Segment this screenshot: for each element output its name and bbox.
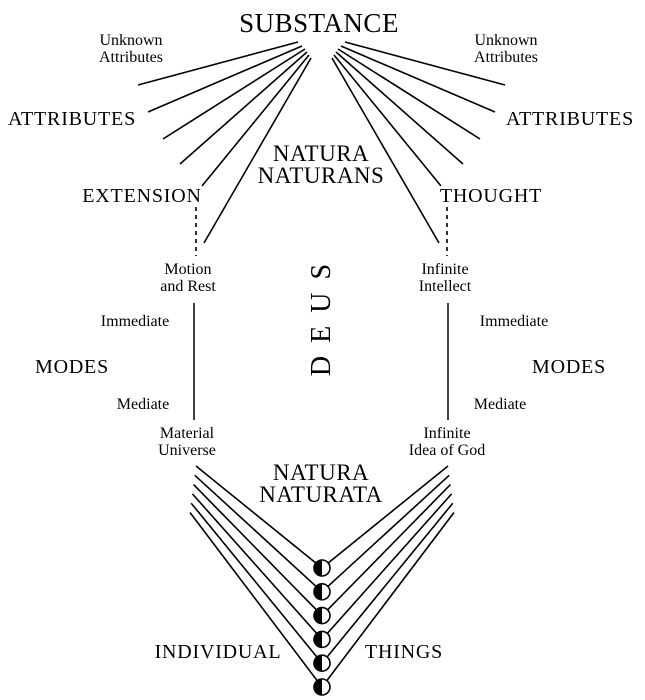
individual-thing-line-left [195,465,323,569]
individual-thing-line-right [321,474,450,593]
mediate-left-label: Mediate [116,396,170,413]
individual-thing-line-right [321,484,451,617]
substance-fan-right [331,41,506,244]
attributes-left-label: ATTRIBUTES [8,108,136,130]
individual-thing-line-left [191,493,323,640]
unknown-attributes-right-label: Unknown Attributes [474,32,538,66]
individual-label: INDIVIDUAL [154,641,282,663]
natura-naturans-label: NATURA NATURANS [257,141,385,188]
individual-thing-line-left [194,474,323,593]
extension-label: EXTENSION [82,185,202,207]
infinite-intellect-label: Infinite Intellect [418,261,472,295]
individual-thing-node-halffill [314,679,322,695]
material-universe-label: Material Universe [158,425,216,459]
attributes-right-label: ATTRIBUTES [506,108,634,130]
individual-thing-line-right [321,465,449,569]
individual-thing-line-right [321,493,453,640]
individual-thing-node-halffill [314,631,322,648]
modes-left-label: MODES [34,356,110,378]
substance-label: SUBSTANCE [239,8,399,38]
immediate-right-label: Immediate [479,313,549,330]
individual-thing-node-halffill [314,607,322,624]
substance-fan-left [137,41,312,244]
individual-things-fan [189,465,455,696]
natura-naturata-label: NATURA NATURATA [259,460,383,507]
individual-thing-line-left [189,512,323,688]
individual-thing-node-halffill [314,560,322,576]
things-label: THINGS [364,641,444,663]
immediate-left-label: Immediate [100,313,170,330]
infinite-idea-of-god-label: Infinite Idea of God [408,425,486,459]
thought-label: THOUGHT [439,185,543,207]
individual-thing-line-right [321,512,455,688]
unknown-attributes-left-label: Unknown Attributes [99,32,163,66]
individual-thing-line-right [321,502,454,664]
individual-thing-line-left [190,502,323,664]
individual-thing-node-halffill [314,583,322,600]
motion-and-rest-label: Motion and Rest [160,261,216,295]
mediate-right-label: Mediate [473,396,527,413]
deus-label: DEUS [306,250,337,377]
modes-right-label: MODES [531,356,607,378]
individual-thing-line-left [193,484,323,617]
individual-thing-node-halffill [314,655,322,672]
